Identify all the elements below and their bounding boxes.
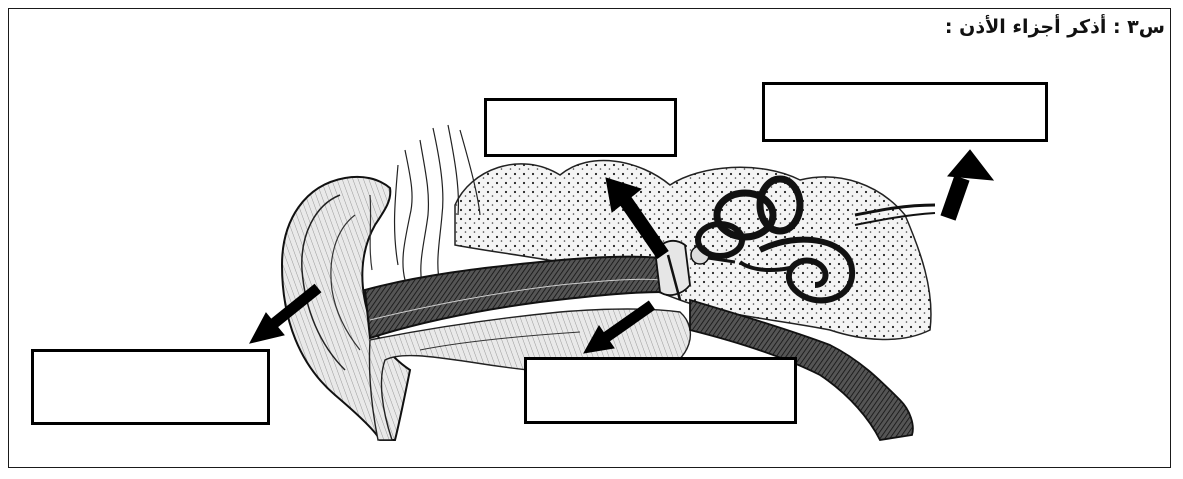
answer-box-bottom-left[interactable] [31, 349, 270, 425]
answer-box-top-right[interactable] [762, 82, 1048, 142]
answer-box-bottom-center[interactable] [524, 357, 797, 424]
answer-box-top-left[interactable] [484, 98, 677, 157]
